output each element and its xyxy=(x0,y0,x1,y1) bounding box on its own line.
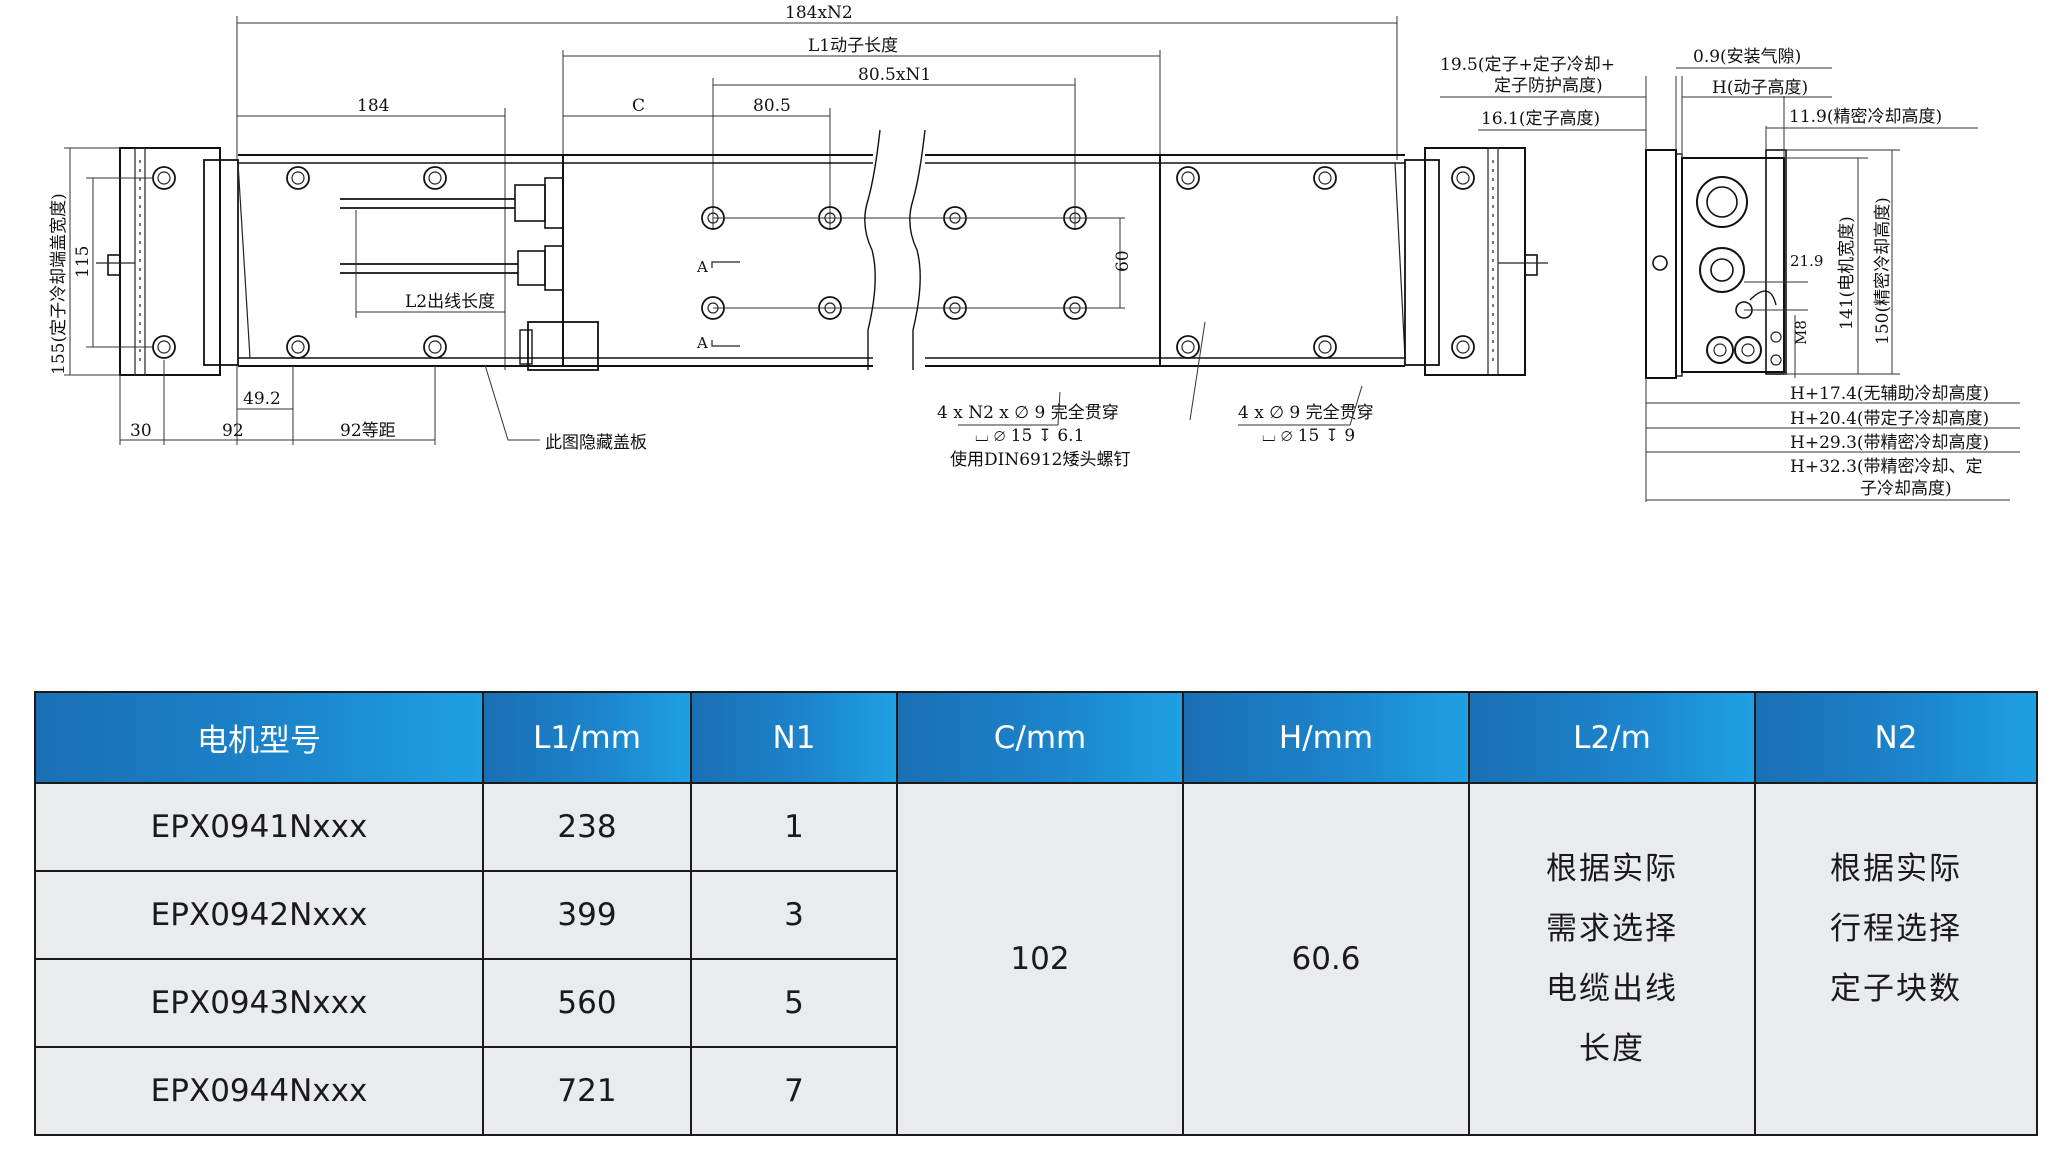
cell-model: EPX0941Nxxx xyxy=(34,782,484,872)
holes-stator-line2: ⌴ ∅ 15 ↧ 9 xyxy=(1262,426,1355,446)
n2-note-line: 根据实际 xyxy=(1830,851,1962,887)
h29-3-label: H+29.3(带精密冷却高度) xyxy=(1790,433,1989,453)
holes-mover-line1: 4 x N2 x ∅ 9 完全贯穿 xyxy=(937,403,1119,423)
left-dimensions: 155(定子冷却端盖宽度) 115 xyxy=(49,147,152,376)
section-a-bottom: A xyxy=(696,334,708,352)
h17-4-label: H+17.4(无辅助冷却高度) xyxy=(1790,384,1989,404)
dim-0-9-label: 0.9(安装气隙) xyxy=(1693,47,1801,67)
dim-21-9-label: 21.9 xyxy=(1790,252,1823,270)
h32-3-line2: 子冷却高度) xyxy=(1860,479,1952,499)
cell-c-merged: 102 xyxy=(896,782,1184,1136)
cell-l1: 721 xyxy=(482,1046,692,1136)
dim-184-label: 184 xyxy=(357,96,389,116)
dim-11-9-label: 11.9(精密冷却高度) xyxy=(1789,107,1942,127)
cell-model: EPX0944Nxxx xyxy=(34,1046,484,1136)
notes: 此图隐藏盖板 4 x N2 x ∅ 9 完全贯穿 ⌴ ∅ 15 ↧ 6.1 使用… xyxy=(484,321,1374,470)
cell-h-merged: 60.6 xyxy=(1182,782,1470,1136)
cables: L2出线长度 xyxy=(340,177,599,371)
l2-label: L2出线长度 xyxy=(405,292,495,312)
m8-label: M8 xyxy=(1792,320,1810,345)
holes-stator-line1: 4 x ∅ 9 完全贯穿 xyxy=(1238,403,1374,423)
holes-mover-line3: 使用DIN6912矮头螺钉 xyxy=(950,449,1130,470)
dim-l1-label: L1动子长度 xyxy=(808,36,898,56)
section-a-top: A xyxy=(696,258,708,276)
dim-150-label: 150(精密冷却高度) xyxy=(1873,197,1893,345)
l2-note-line: 需求选择 xyxy=(1546,911,1678,947)
header-c: C/mm xyxy=(896,691,1184,784)
dim-60-label: 60 xyxy=(1113,250,1133,272)
dim-92-label: 92 xyxy=(222,421,244,441)
cell-model: EPX0942Nxxx xyxy=(34,870,484,960)
table-header-row: 电机型号 L1/mm N1 C/mm H/mm L2/m N2 xyxy=(34,691,2038,784)
stator-block xyxy=(237,163,447,359)
dim-115-label: 115 xyxy=(73,246,93,278)
table-row: EPX0941Nxxx 238 1 102 60.6 根据实际 需求选择 电缆出… xyxy=(34,782,2038,1136)
side-view: 21.9 M8 141(电机宽度) 150(精密冷却高度) 19.5(定子+定子… xyxy=(1440,47,2020,502)
table-row: EPX0944Nxxx 721 7 xyxy=(34,1046,2037,1136)
top-dimensions: 184xN2 L1动子长度 80.5xN1 184 C 80.5 xyxy=(236,3,1398,370)
dim-80-5-label: 80.5 xyxy=(753,96,791,116)
cell-l1: 238 xyxy=(482,782,692,872)
right-end-cap xyxy=(1404,147,1548,376)
table-row: EPX0942Nxxx 399 3 xyxy=(34,870,2037,960)
holes-mover-line2: ⌴ ∅ 15 ↧ 6.1 xyxy=(975,426,1084,446)
cell-n1: 7 xyxy=(690,1046,898,1136)
n2-note-line: 定子块数 xyxy=(1830,971,1962,1007)
cell-l2-merged: 根据实际 需求选择 电缆出线 长度 xyxy=(1468,782,1756,1136)
cell-n2-merged: 根据实际 行程选择 定子块数 xyxy=(1754,782,2038,1136)
header-l2: L2/m xyxy=(1468,691,1756,784)
cell-n1: 1 xyxy=(690,782,898,872)
dim-141-label: 141(电机宽度) xyxy=(1837,216,1857,330)
table-row: EPX0943Nxxx 560 5 xyxy=(34,958,2037,1048)
l2-note-line: 根据实际 xyxy=(1546,851,1678,887)
dim-pitch-n1-label: 80.5xN1 xyxy=(858,65,931,85)
spec-table: 电机型号 L1/mm N1 C/mm H/mm L2/m N2 EPX0941N… xyxy=(34,691,2038,1136)
dim-16-1-label: 16.1(定子高度) xyxy=(1481,109,1600,129)
dim-19-5-line2: 定子防护高度) xyxy=(1494,76,1603,96)
dim-overall-label: 184xN2 xyxy=(785,3,853,23)
h-mover-label: H(动子高度) xyxy=(1712,78,1808,98)
h20-4-label: H+20.4(带定子冷却高度) xyxy=(1790,409,1989,429)
hidden-cover-note: 此图隐藏盖板 xyxy=(545,433,647,453)
header-l1: L1/mm xyxy=(482,691,692,784)
l2-note-line: 长度 xyxy=(1579,1031,1645,1067)
bottom-dimensions: 49.2 30 92 92等距 xyxy=(119,360,436,445)
cell-n1: 3 xyxy=(690,870,898,960)
cell-l1: 560 xyxy=(482,958,692,1048)
cell-n1: 5 xyxy=(690,958,898,1048)
dim-c-label: C xyxy=(632,96,645,116)
cell-l1: 399 xyxy=(482,870,692,960)
dim-30-label: 30 xyxy=(130,421,152,441)
dim-49-2-label: 49.2 xyxy=(243,389,281,409)
header-n2: N2 xyxy=(1754,691,2038,784)
header-model: 电机型号 xyxy=(34,691,484,784)
mover-body: 60 A A xyxy=(562,129,1161,370)
stator-rails xyxy=(237,154,1405,367)
right-stator-block xyxy=(1176,162,1406,359)
l2-note-line: 电缆出线 xyxy=(1546,971,1678,1007)
left-end-cap xyxy=(96,147,239,376)
header-n1: N1 xyxy=(690,691,898,784)
h32-3-line1: H+32.3(带精密冷却、定 xyxy=(1790,457,1983,477)
technical-drawing: 184xN2 L1动子长度 80.5xN1 184 C 80.5 xyxy=(49,3,2020,502)
header-h: H/mm xyxy=(1182,691,1470,784)
cell-model: EPX0943Nxxx xyxy=(34,958,484,1048)
dim-155-label: 155(定子冷却端盖宽度) xyxy=(49,193,69,375)
dim-92-pitch-label: 92等距 xyxy=(340,421,396,441)
dim-19-5-line1: 19.5(定子+定子冷却+ xyxy=(1440,55,1615,75)
n2-note-line: 行程选择 xyxy=(1830,911,1962,947)
